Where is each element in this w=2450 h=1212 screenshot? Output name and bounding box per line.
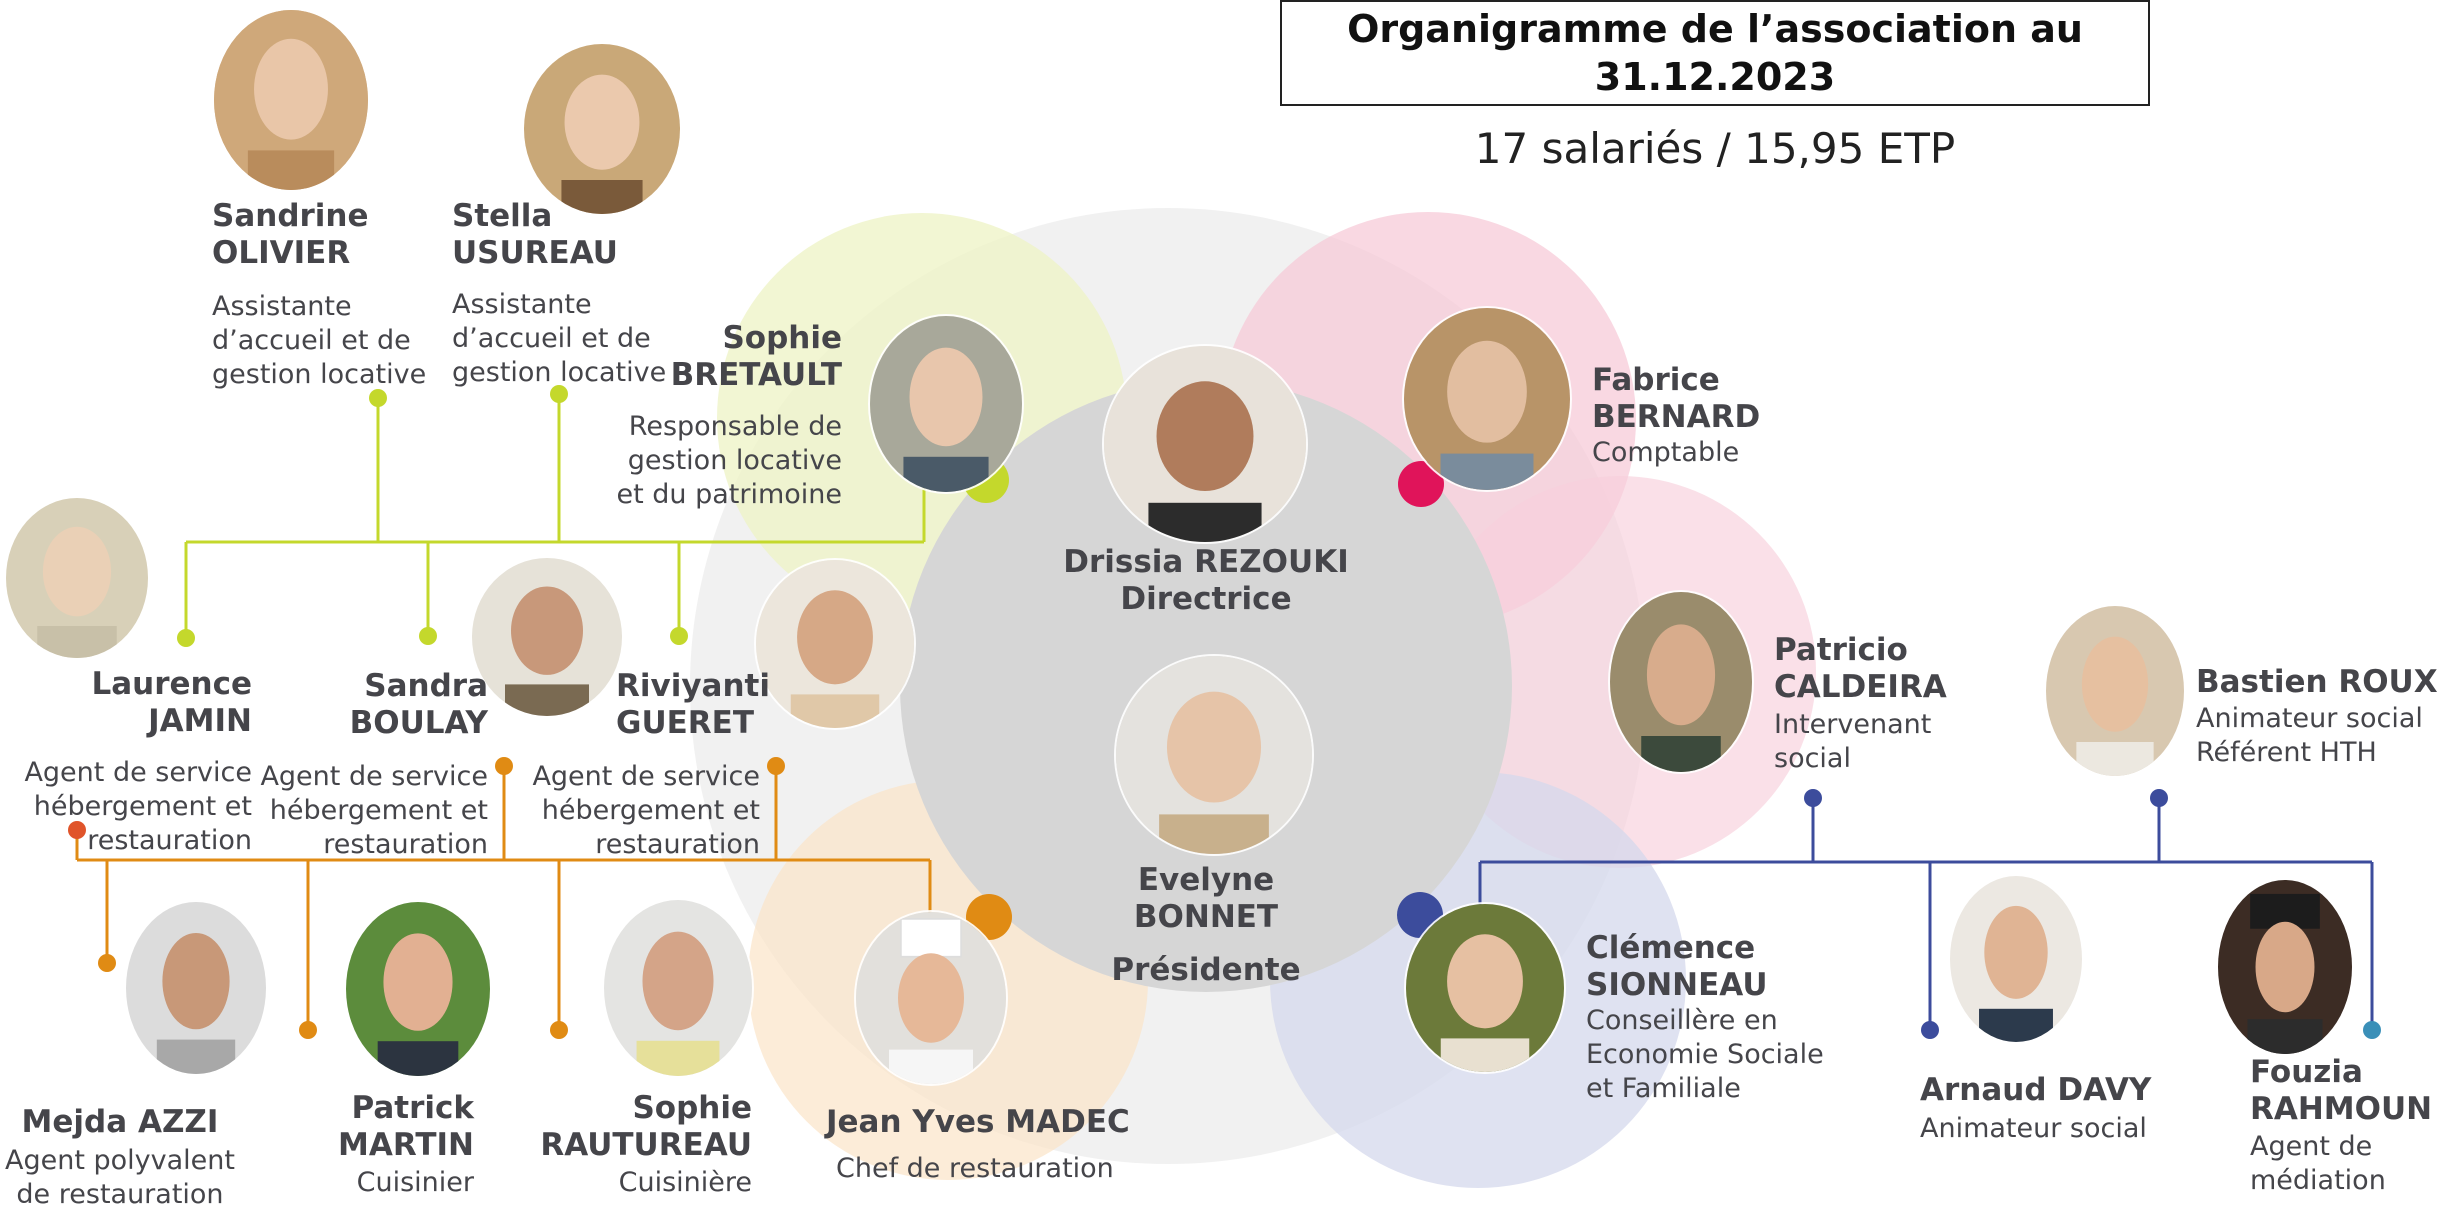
name-stella: Stella USUREAU	[452, 198, 618, 271]
social-connectors	[1478, 798, 2374, 1030]
photo-sandra	[472, 558, 622, 716]
role-sophie-rautureau: Cuisinière	[618, 1167, 752, 1198]
photo-sophie-bretault	[870, 316, 1022, 492]
name-patricio: Patricio CALDEIRA	[1774, 632, 1947, 705]
photo-patricio	[1610, 592, 1752, 772]
name-riviyanti: Riviyanti GUERET	[616, 668, 770, 741]
name-drissia: Drissia REZOUKI Directrice	[1063, 544, 1349, 617]
name-patrick: Patrick MARTIN	[338, 1090, 474, 1163]
name-arnaud: Arnaud DAVY	[1920, 1072, 2152, 1108]
photo-clemence	[1406, 904, 1564, 1072]
photo-drissia	[1104, 346, 1306, 542]
title-box: Organigramme de l’association au 31.12.2…	[1280, 0, 2150, 106]
photo-bastien	[2046, 606, 2184, 776]
restauration-markers	[68, 757, 1012, 1039]
role-laurence: Agent de service hébergement et restaura…	[24, 757, 252, 856]
name-laurence: Laurence JAMIN	[91, 666, 252, 739]
name-bastien: Bastien ROUX	[2196, 664, 2438, 700]
subtitle: 17 salariés / 15,95 ETP	[1474, 124, 1956, 173]
name-mejda: Mejda AZZI	[21, 1104, 219, 1140]
role-fabrice: Comptable	[1592, 437, 1740, 468]
title-line-2: 31.12.2023	[1594, 55, 1836, 99]
name-sophie-bretault: Sophie BRETAULT	[670, 320, 842, 393]
role-sophie-bretault: Responsable de gestion locative et du pa…	[616, 411, 842, 510]
role-sandra: Agent de service hébergement et restaura…	[260, 761, 488, 860]
role-mejda: Agent polyvalent de restauration	[5, 1145, 235, 1210]
role-riviyanti: Agent de service hébergement et restaura…	[532, 761, 760, 860]
comptabilite-marker	[1398, 461, 1444, 507]
role-bastien: Animateur social Référent HTH	[2196, 703, 2423, 768]
photo-riviyanti	[756, 560, 914, 728]
photo-stella	[524, 44, 680, 214]
name-fouzia: Fouzia RAHMOUN	[2250, 1054, 2433, 1127]
name-jean-yves: Jean Yves MADEC	[826, 1104, 1130, 1140]
photo-fouzia	[2218, 880, 2352, 1054]
role-patricio: Intervenant social	[1774, 709, 1932, 774]
role-fouzia: Agent de médiation	[2250, 1131, 2386, 1196]
role-patrick: Cuisinier	[356, 1167, 474, 1198]
name-sophie-rautureau: Sophie RAUTUREAU	[540, 1090, 752, 1163]
gestion-locative-connectors	[184, 394, 926, 638]
photo-fabrice	[1404, 308, 1570, 490]
name-sandra: Sandra BOULAY	[349, 668, 488, 741]
photo-sandrine	[214, 10, 368, 190]
photo-jean-yves	[856, 912, 1006, 1084]
role-jean-yves: Chef de restauration	[836, 1153, 1114, 1184]
name-evelyne: Evelyne BONNET Présidente	[1111, 862, 1301, 988]
name-clemence: Clémence SIONNEAU	[1586, 930, 1768, 1003]
photo-mejda	[126, 902, 266, 1074]
photo-laurence	[6, 498, 148, 658]
name-sandrine: Sandrine OLIVIER	[212, 198, 369, 271]
photo-arnaud	[1950, 876, 2082, 1042]
role-sandrine: Assistante d’accueil et de gestion locat…	[212, 291, 427, 390]
role-clemence: Conseillère en Economie Sociale et Famil…	[1586, 1005, 1824, 1104]
role-arnaud: Animateur social	[1920, 1113, 2147, 1144]
role-stella: Assistante d’accueil et de gestion locat…	[452, 289, 667, 388]
photo-sophie-rautureau	[604, 900, 752, 1076]
name-fabrice: Fabrice BERNARD	[1592, 362, 1761, 435]
photo-evelyne	[1116, 656, 1312, 854]
title-line-1: Organigramme de l’association au	[1347, 7, 2083, 51]
photo-patrick	[346, 902, 490, 1076]
